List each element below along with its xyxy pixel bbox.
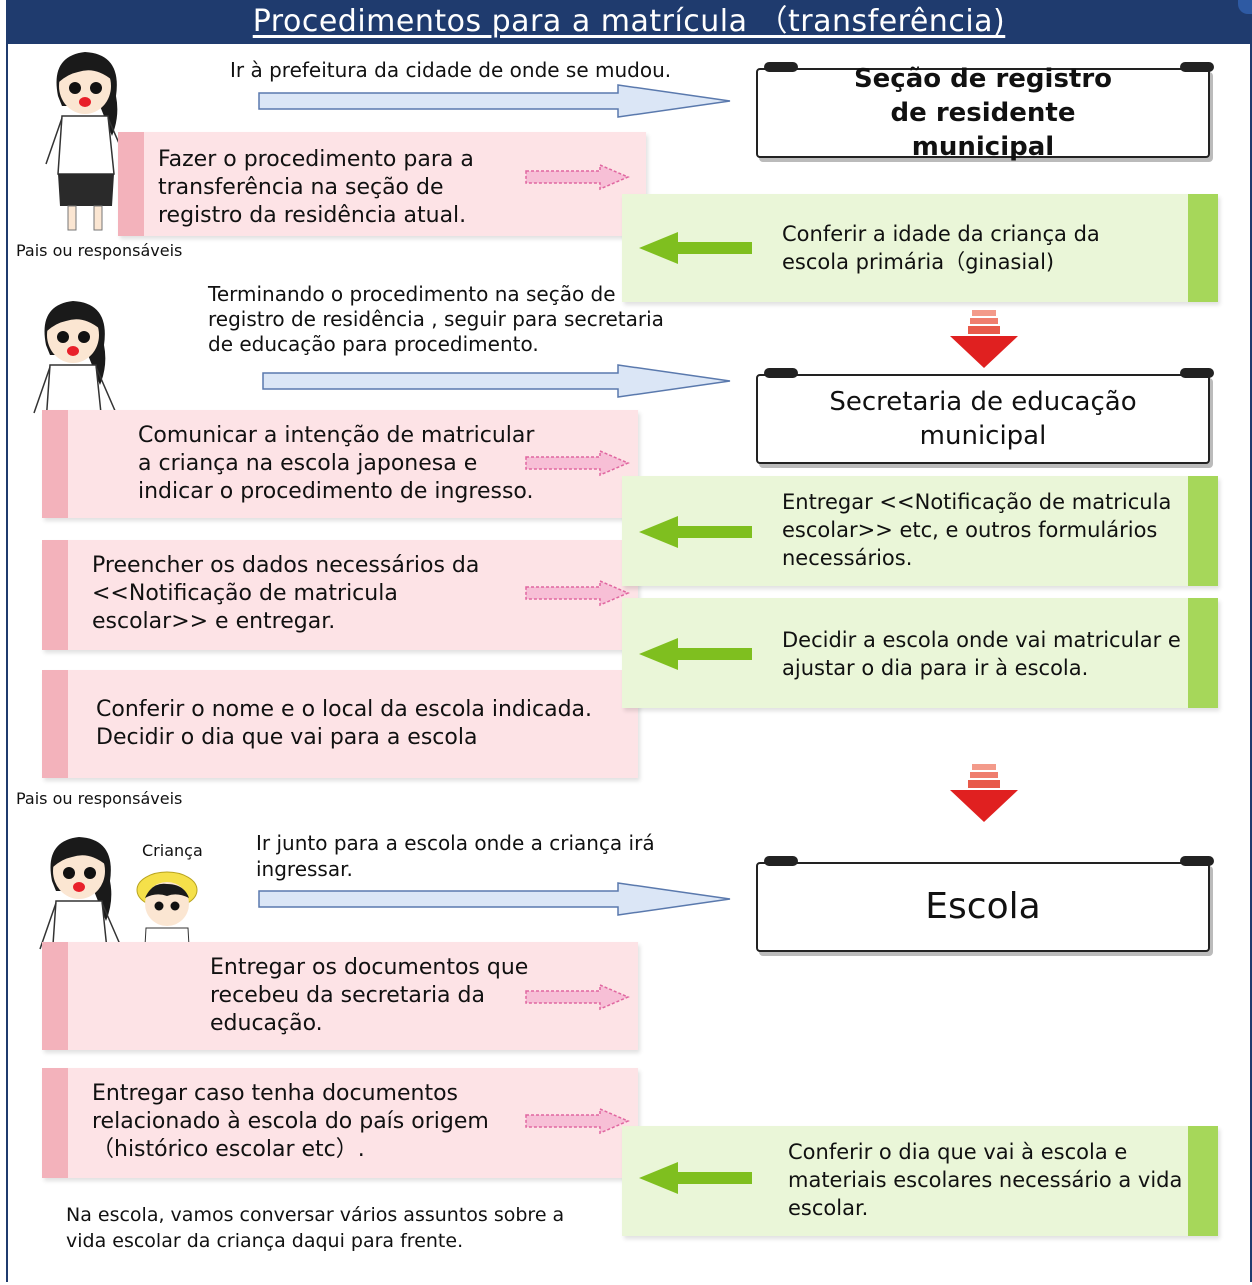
green-arrow-2 — [639, 516, 752, 548]
parent-action-6-text: Entregar caso tenha documentos relaciona… — [92, 1081, 489, 1162]
pink-arrow-4 — [525, 983, 630, 1011]
office-school: Escola — [756, 862, 1210, 952]
flow-arrow-right-2 — [262, 364, 731, 398]
parent-figure-1 — [45, 52, 129, 231]
green-arrow-1 — [639, 232, 752, 264]
office-action-3-text: Decidir a escola onde vai matricular e a… — [782, 628, 1181, 680]
office-registry: Seção de registro de residente municipal — [756, 64, 1210, 162]
pink-arrow-3 — [525, 579, 630, 607]
child-label: Criança — [142, 841, 203, 860]
office-education-label: Secretaria de educação municipal — [829, 387, 1137, 451]
parent-action-4: Conferir o nome e o local da escola indi… — [42, 670, 638, 778]
office-action-4: Conferir o dia que vai à escola e materi… — [622, 1126, 1218, 1236]
office-action-2-text: Entregar <<Notificação de matricula esco… — [782, 490, 1172, 570]
parent-action-5-text: Entregar os documentos que recebeu da se… — [210, 955, 529, 1036]
scroll-knob — [1180, 368, 1214, 378]
diagram-frame — [6, 40, 1252, 1282]
green-arrow-4 — [639, 1162, 752, 1194]
office-registry-label: Seção de registro de residente municipal — [853, 64, 1113, 162]
page-title: Procedimentos para a matrícula （transfer… — [252, 4, 1006, 39]
pink-arrow-2 — [525, 449, 630, 477]
scroll-knob — [764, 856, 798, 866]
parent-action-1-text: Fazer o procedimento para a transferênci… — [158, 147, 474, 228]
scroll-knob — [1180, 62, 1214, 72]
parents-label-1: Pais ou responsáveis — [16, 241, 183, 260]
page-title-bar: Procedimentos para a matrícula （transfer… — [6, 0, 1252, 44]
scroll-knob — [1180, 856, 1214, 866]
parents-label-2: Pais ou responsáveis — [16, 789, 183, 808]
pink-arrow-1 — [525, 163, 630, 191]
step-go-school: Ir junto para a escola onde a criança ir… — [256, 831, 655, 881]
office-school-label: Escola — [925, 886, 1041, 927]
closing-note: Na escola, vamos conversar vários assunt… — [66, 1204, 565, 1252]
parent-action-1: Fazer o procedimento para a transferênci… — [118, 132, 646, 236]
down-arrow-1 — [950, 310, 1018, 368]
flow-arrow-right-1 — [258, 84, 731, 118]
corner-decoration — [1238, 0, 1252, 14]
scroll-knob — [764, 62, 798, 72]
office-action-4-text: Conferir o dia que vai à escola e materi… — [788, 1140, 1183, 1220]
green-arrow-3 — [639, 638, 752, 670]
parent-action-4-text: Conferir o nome e o local da escola indi… — [96, 697, 593, 750]
office-education: Secretaria de educação municipal — [756, 374, 1210, 464]
pink-arrow-5 — [525, 1107, 630, 1135]
parent-action-3-text: Preencher os dados necessários da <<Noti… — [92, 553, 480, 634]
scroll-knob — [764, 368, 798, 378]
office-action-3: Decidir a escola onde vai matricular e a… — [622, 598, 1218, 708]
office-action-1-text: Conferir a idade da criança da escola pr… — [782, 222, 1100, 274]
parent-action-2-text: Comunicar a intenção de matricular a cri… — [138, 423, 535, 504]
flow-arrow-right-3 — [258, 882, 731, 916]
down-arrow-2 — [950, 764, 1018, 822]
step-finish-registry: Terminando o procedimento na seção de re… — [208, 282, 664, 356]
step-go-city-hall: Ir à prefeitura da cidade de onde se mud… — [230, 58, 672, 82]
